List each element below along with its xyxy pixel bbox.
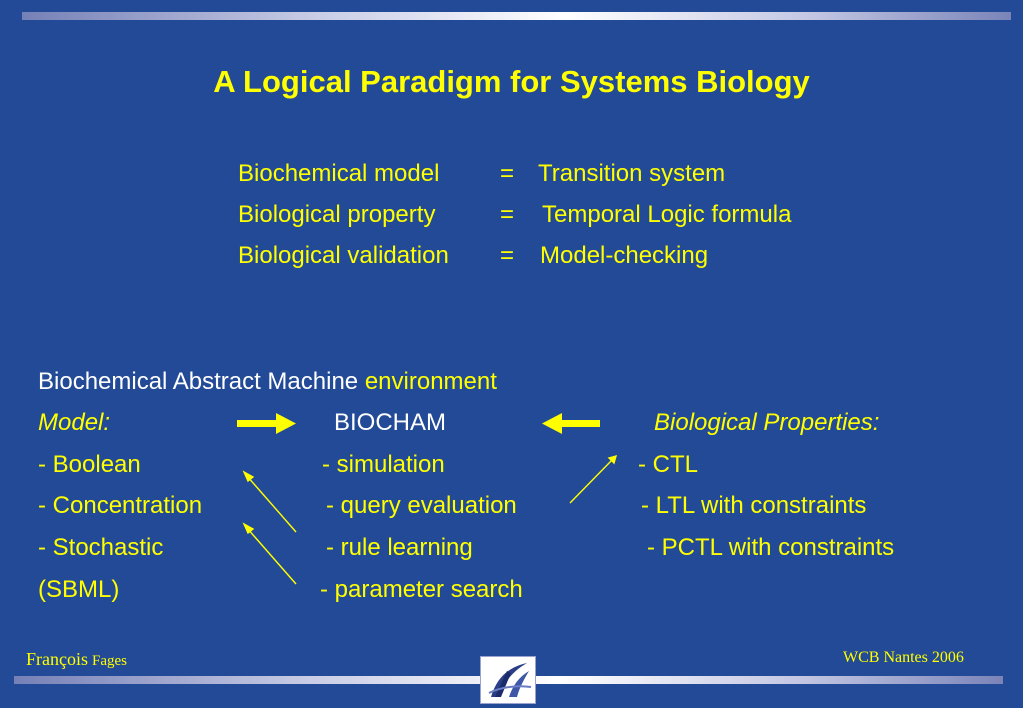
left-arrow-icon [542,413,600,434]
top-divider [22,12,1011,20]
tool-item-2: - query evaluation [326,492,517,519]
env-prefix: Biochemical Abstract Machine [38,368,359,395]
footer-event: WCB Nantes 2006 [843,649,964,666]
properties-label: Biological Properties: [654,409,880,436]
equation-right-3: Model-checking [540,242,709,269]
author-first-name: François [26,649,88,669]
arrowhead-icon [242,470,255,483]
env-line: Biochemical Abstract Machine environment [38,368,497,396]
tool-item-1: - simulation [322,451,445,478]
author-last-name: Fages [92,653,127,669]
biocham-label: BIOCHAM [334,409,447,436]
property-item-1: - CTL [638,451,698,478]
equation-eq-2: = [500,201,515,228]
link-line-query-to-boolean [246,475,297,533]
property-item-2: - LTL with constraints [641,492,867,519]
env-highlight: environment [364,368,497,395]
slide-title: A Logical Paradigm for Systems Biology [213,64,810,99]
equation-right-1: Transition system [538,160,726,187]
equation-left-1: Biochemical model [238,160,440,187]
inria-logo-icon [480,656,536,704]
model-item-3: - Stochastic [38,534,164,561]
arrowhead-icon [242,522,255,535]
link-line-query-to-ctl [569,458,614,504]
tool-item-4: - parameter search [320,576,523,603]
equation-eq-1: = [500,160,515,187]
model-item-1: - Boolean [38,451,141,478]
equation-eq-3: = [500,242,515,269]
property-item-3: - PCTL with constraints [647,534,895,561]
right-arrow-icon [237,413,296,434]
link-line-search-to-concentration [246,527,297,585]
model-item-4: (SBML) [38,576,120,603]
footer-author: François Fages [26,649,127,670]
model-label: Model: [38,409,111,436]
equation-left-2: Biological property [238,201,436,228]
model-item-2: - Concentration [38,492,203,519]
arrowhead-icon [607,454,618,465]
equation-left-3: Biological validation [238,242,449,269]
equation-right-2: Temporal Logic formula [542,201,792,228]
tool-item-3: - rule learning [326,534,473,561]
